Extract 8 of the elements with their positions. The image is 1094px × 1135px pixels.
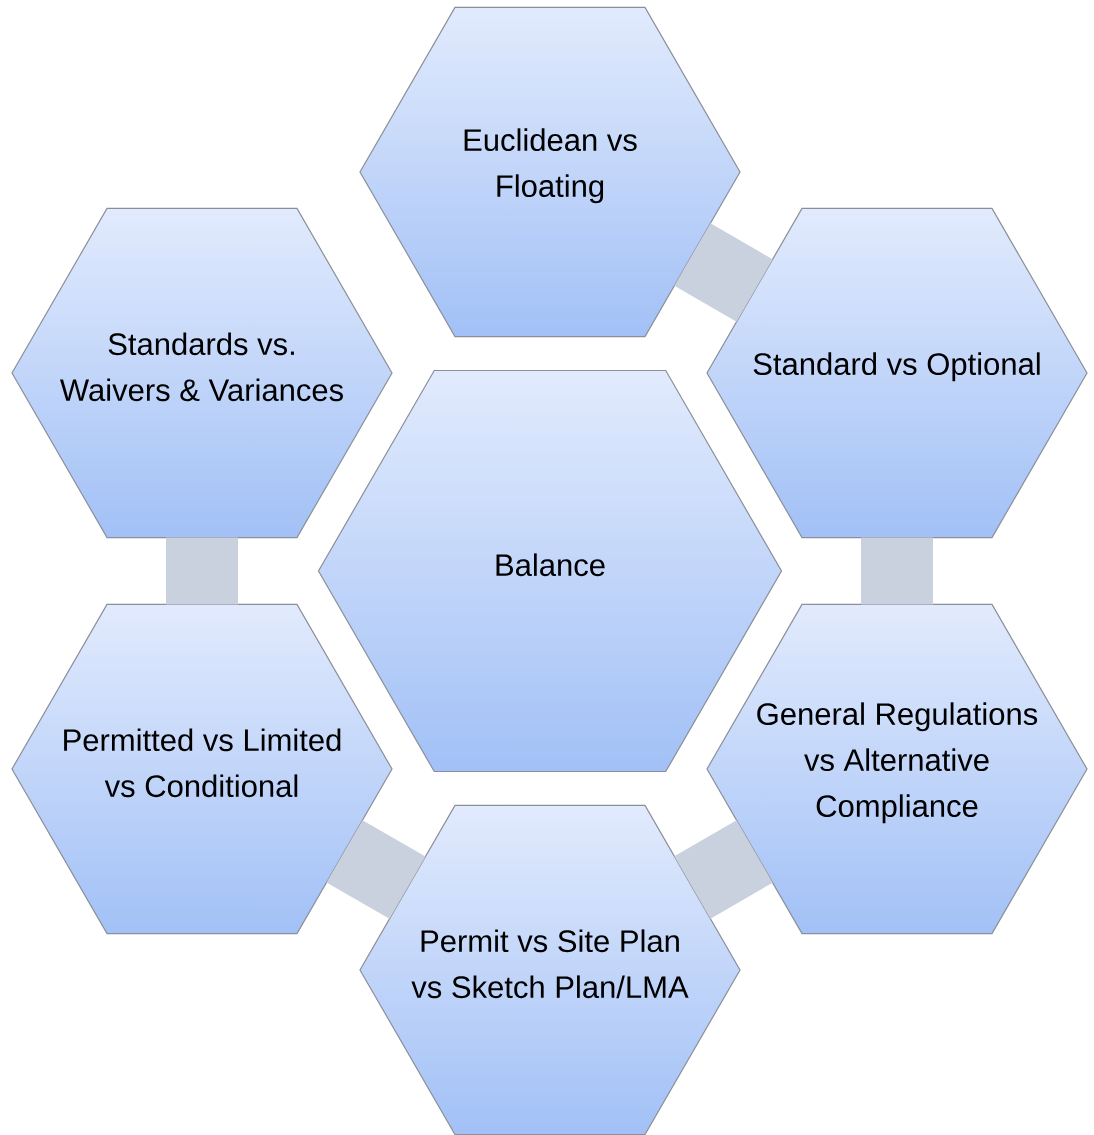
hexagon: Euclidean vs Floating <box>359 6 741 338</box>
connector-band <box>674 820 773 919</box>
hexagon: General Regulations vs Alternative Compliance <box>706 603 1088 935</box>
hexagon: Standards vs. Waivers & Variances <box>11 207 393 539</box>
connector-band <box>674 223 773 322</box>
hexagon: Standard vs Optional <box>706 207 1088 539</box>
hexagon: Permitted vs Limited vs Conditional <box>11 603 393 935</box>
hexagon: Permit vs Site Plan vs Sketch Plan/LMA <box>359 804 741 1135</box>
